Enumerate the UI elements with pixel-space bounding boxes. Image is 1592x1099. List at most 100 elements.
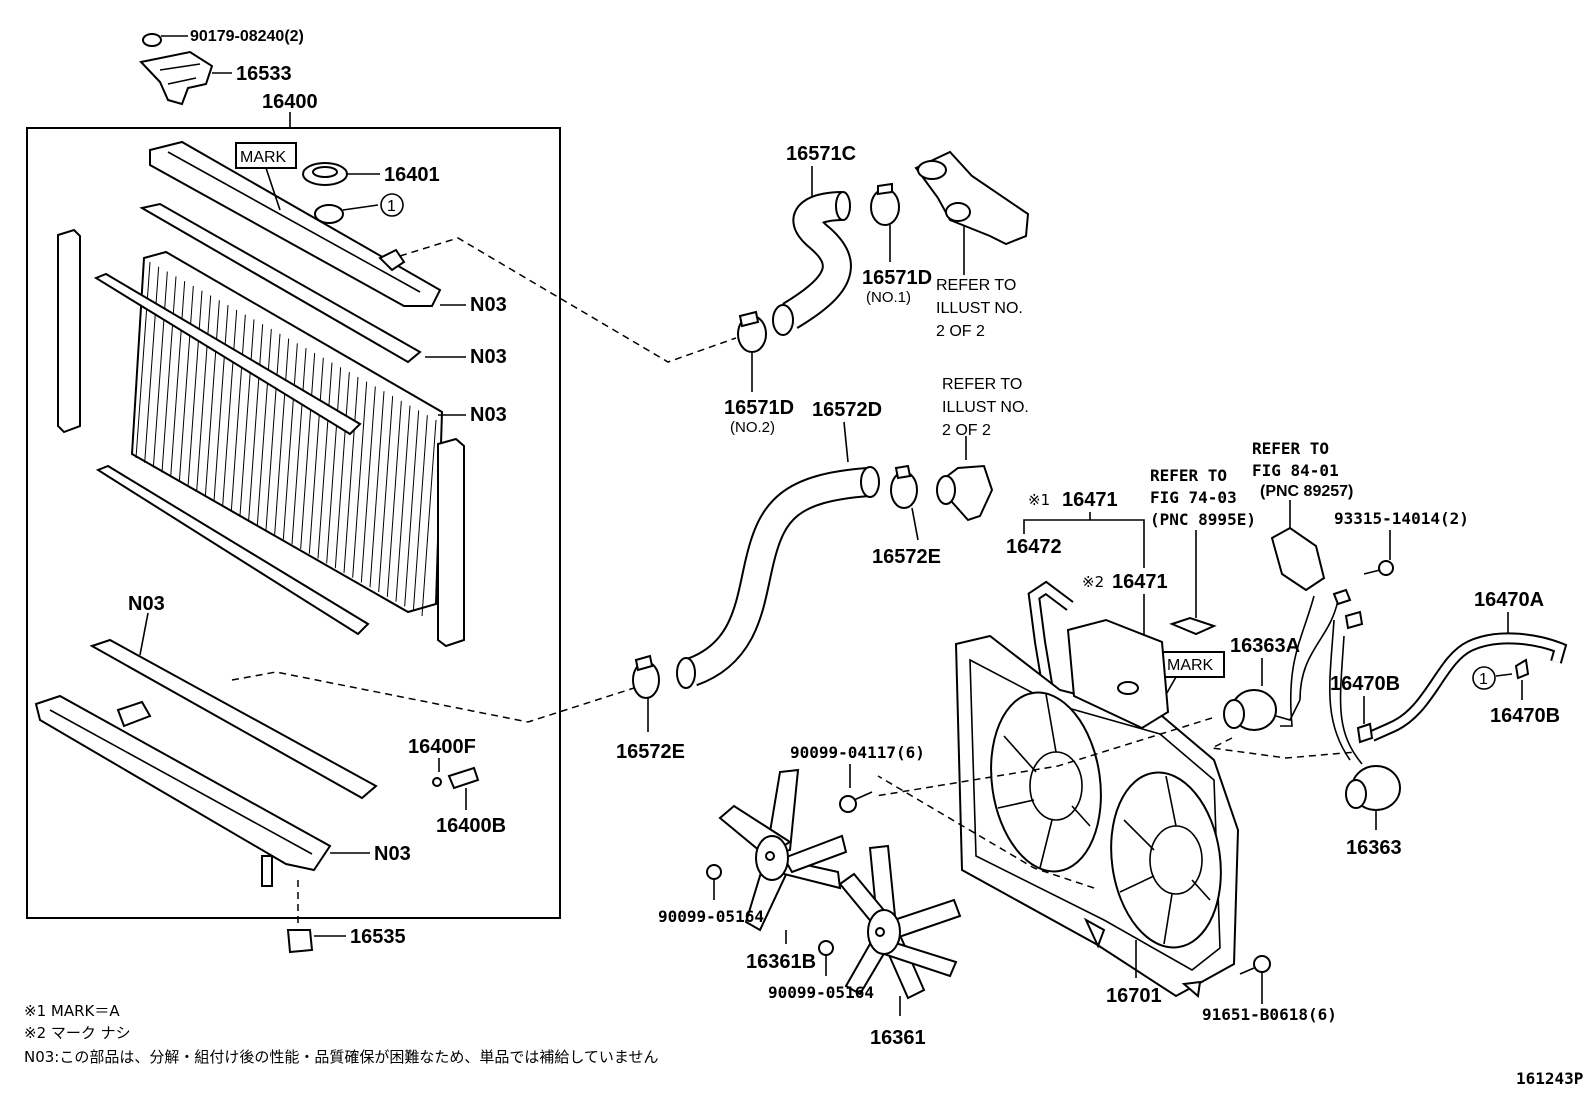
filler-neck xyxy=(314,193,404,224)
water-inlet xyxy=(936,464,994,522)
core-fin-line xyxy=(178,285,194,482)
clamp-16572e-lower xyxy=(632,654,660,699)
fan-shroud-16701 xyxy=(954,618,1240,998)
radiator-cap xyxy=(302,162,380,186)
label-16400F: 16400F xyxy=(408,736,476,758)
core-fin-line xyxy=(230,314,246,511)
core-fin-line xyxy=(144,266,160,463)
core-fin-line xyxy=(213,305,229,502)
label-16533: 16533 xyxy=(236,63,292,85)
refer-note-1-line3: 2 OF 2 xyxy=(936,323,985,340)
fan-blade-16361 xyxy=(838,844,962,1000)
label-90099-04117: 90099-04117(6) xyxy=(790,743,925,762)
label-16361B: 16361B xyxy=(746,951,816,973)
radiator-assembly-box xyxy=(26,127,561,919)
core-fin-line xyxy=(161,276,177,473)
nut-90099-05164-a xyxy=(706,864,722,880)
circle-ref-1-left: 1 xyxy=(387,198,396,215)
fan-blade-16361b xyxy=(718,768,848,932)
figure-number: 161243P xyxy=(1516,1069,1583,1088)
fan-motor-16363 xyxy=(1345,765,1401,811)
footnote-1: ※1 MARK＝A xyxy=(24,1002,120,1020)
core-fin-line xyxy=(352,381,368,578)
label-16363A: 16363A xyxy=(1230,635,1300,657)
label-16572E-upper: 16572E xyxy=(872,546,941,568)
radiator-core xyxy=(130,250,444,617)
core-fin-line xyxy=(187,290,203,487)
radiator-lower-tank xyxy=(34,694,332,887)
core-fin-line xyxy=(204,300,220,497)
refer-note-3-line2: FIG 74-03 xyxy=(1150,488,1237,507)
bolt-93315 xyxy=(1363,560,1394,576)
core-fin-line xyxy=(152,271,168,468)
note-mark-2: ※2 xyxy=(1082,573,1104,591)
core-fin-line xyxy=(300,352,316,550)
label-16471-mark1: 16471 xyxy=(1062,489,1118,511)
label-n03-5: N03 xyxy=(374,843,411,865)
footnote-2: ※2 マーク ナシ xyxy=(24,1024,131,1042)
label-90099-05164-b: 90099-05164 xyxy=(768,983,874,1002)
label-90179-08240: 90179-08240(2) xyxy=(190,28,304,45)
refer-note-1-line1: REFER TO xyxy=(936,277,1016,294)
refer-note-2-line3: 2 OF 2 xyxy=(942,422,991,439)
label-16363: 16363 xyxy=(1346,837,1402,859)
core-fin-line xyxy=(386,400,402,597)
label-16571D-no2: 16571D xyxy=(724,397,794,419)
core-fin-line xyxy=(248,324,264,521)
label-16571D-no2-sub: (NO.2) xyxy=(730,419,775,436)
radiator-upper-tank xyxy=(149,140,442,307)
wiring-harness xyxy=(1280,595,1363,765)
left-side-bar xyxy=(57,228,81,434)
refer-note-4-line3: (PNC 89257) xyxy=(1260,483,1353,500)
refer-note-2-line1: REFER TO xyxy=(942,376,1022,393)
clamp-16572e-upper xyxy=(890,464,918,509)
bolt-91651 xyxy=(1239,955,1271,975)
label-16571D-no1: 16571D xyxy=(862,267,932,289)
core-fin-line xyxy=(265,333,281,530)
core-fin-line xyxy=(135,261,151,459)
label-16470B-left: 16470B xyxy=(1330,673,1400,695)
label-16471-mark2: 16471 xyxy=(1112,571,1168,593)
label-93315-14014: 93315-14014(2) xyxy=(1334,509,1469,528)
footnote-3: N03:この部品は、分解・組付け後の性能・品質確保が困難なため、単品では補給して… xyxy=(24,1048,658,1066)
label-n03-4: N03 xyxy=(128,593,165,615)
refer-note-4-line1: REFER TO xyxy=(1252,439,1329,458)
refer-note-3-line1: REFER TO xyxy=(1150,466,1227,485)
note-mark-1: ※1 xyxy=(1028,491,1050,509)
core-fin-line xyxy=(378,396,394,593)
refer-note-1-line2: ILLUST NO. xyxy=(936,300,1023,317)
core-fin-line xyxy=(170,281,186,478)
right-side-bar xyxy=(437,437,465,648)
clamp-16571d-no2 xyxy=(737,310,767,353)
refer-note-3-line3: (PNC 8995E) xyxy=(1150,510,1256,529)
upper-seal-bar xyxy=(93,272,362,436)
label-16571C: 16571C xyxy=(786,143,856,165)
label-16400B: 16400B xyxy=(436,815,506,837)
core-fin-line xyxy=(239,319,255,516)
core-fin-line xyxy=(395,405,411,602)
fan-motor-16363a xyxy=(1223,689,1301,731)
core-fin-line xyxy=(256,328,272,526)
label-n03-2: N03 xyxy=(470,346,507,368)
core-fin-line xyxy=(360,386,376,583)
core-fin-line xyxy=(334,372,350,569)
water-outlet-upper xyxy=(914,150,1030,246)
bracket-part xyxy=(139,50,232,106)
core-fin-line xyxy=(308,357,324,554)
core-fin-line xyxy=(326,367,342,564)
drain-cock xyxy=(432,766,480,790)
label-16470A: 16470A xyxy=(1474,589,1544,611)
core-fin-line xyxy=(291,348,307,545)
core-fin-line xyxy=(282,343,298,540)
label-n03-1: N03 xyxy=(470,294,507,316)
core-fin-line xyxy=(369,391,385,588)
refer-note-2-line2: ILLUST NO. xyxy=(942,399,1029,416)
label-91651-B0618: 91651-B0618(6) xyxy=(1202,1005,1337,1024)
core-fin-line xyxy=(274,338,290,535)
mark-label-tank: MARK xyxy=(240,149,287,166)
upper-gasket xyxy=(139,202,422,364)
core-fin-line xyxy=(343,376,359,573)
label-90099-05164-a: 90099-05164 xyxy=(658,907,764,926)
clip-part xyxy=(142,33,188,47)
